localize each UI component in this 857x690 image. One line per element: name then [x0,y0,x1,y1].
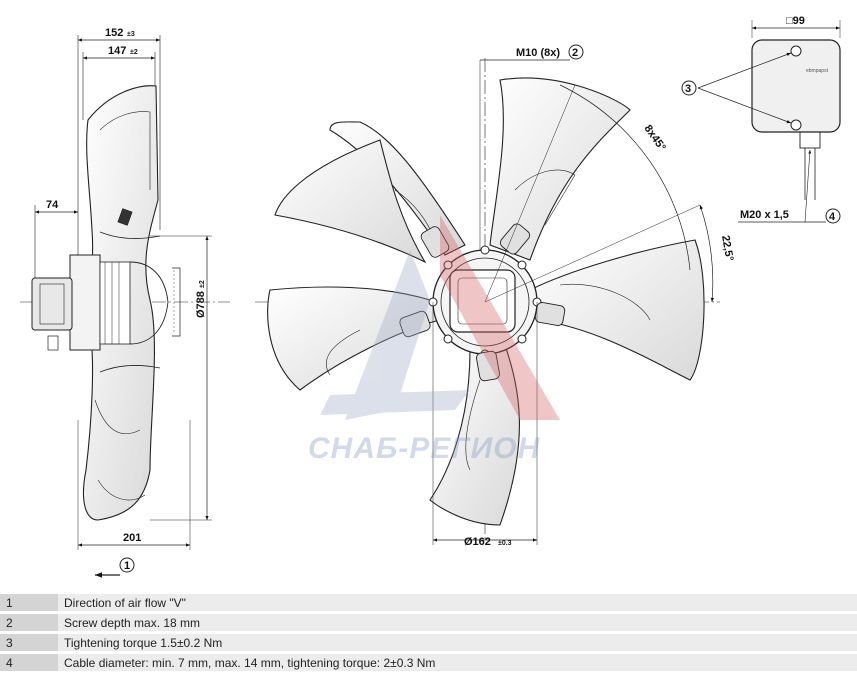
dim-blade-depth-tol: ±2 [130,49,138,56]
front-view [255,44,720,545]
legend-text: Cable diameter: min. 7 mm, max. 14 mm, t… [58,654,857,671]
terminal-box-labels: □99 ebmpapst 3 M20 x 1,5 4 [685,15,836,223]
dim-hub-offset: 74 [46,199,59,211]
legend-table: 1 Direction of air flow "V" 2 Screw dept… [0,591,857,674]
legend-number: 3 [0,634,58,651]
cable-gland-ref: 4 [829,211,836,223]
dim-cable-gland: M20 x 1,5 [740,209,789,221]
dim-terminal-box: □99 [786,15,805,27]
dim-fan-diameter: Ø788 [195,291,207,318]
legend-number: 1 [0,594,58,611]
dim-mount-screws: M10 (8x) [516,47,560,59]
dim-guard-depth: 201 [123,532,141,544]
legend-row: 4 Cable diameter: min. 7 mm, max. 14 mm,… [0,654,857,671]
side-view-labels: 152 ±3 147 ±2 74 Ø788 ±2 201 1 [46,27,207,572]
legend-number: 4 [0,654,58,671]
legend-row: 3 Tightening torque 1.5±0.2 Nm [0,634,857,651]
legend-number: 2 [0,614,58,631]
mount-screws-ref: 2 [572,47,578,59]
watermark-text: СНАБ-РЕГИОН [308,432,541,465]
legend-text: Direction of air flow "V" [58,594,857,611]
technical-drawing: 152 ±3 147 ±2 74 Ø788 ±2 201 1 [20,15,841,578]
watermark: СНАБ-РЕГИОН [308,215,560,465]
torque-ref: 3 [685,83,691,95]
airflow-ref: 1 [124,560,130,572]
dim-fan-diameter-tol: ±2 [199,280,206,288]
dim-overall-depth: 152 [105,27,123,39]
terminal-box [751,39,841,133]
dim-mount-angle: 8x45° [642,123,668,154]
legend-text: Screw depth max. 18 mm [58,614,857,631]
dim-bolt-circle: Ø162 [464,536,491,548]
dim-overall-depth-tol: ±3 [127,31,135,38]
legend-text: Tightening torque 1.5±0.2 Nm [58,634,857,651]
dim-blade-depth: 147 [108,45,126,57]
fan-blades [267,77,705,526]
dim-bolt-circle-tol: ±0.3 [498,540,512,547]
side-view [20,35,230,578]
legend-row: 2 Screw depth max. 18 mm [0,614,857,631]
legend-row: 1 Direction of air flow "V" [0,594,857,611]
terminal-box-view [681,20,841,224]
dim-offset-angle: 22,5° [719,234,735,262]
terminal-brand: ebmpapst [806,68,829,74]
